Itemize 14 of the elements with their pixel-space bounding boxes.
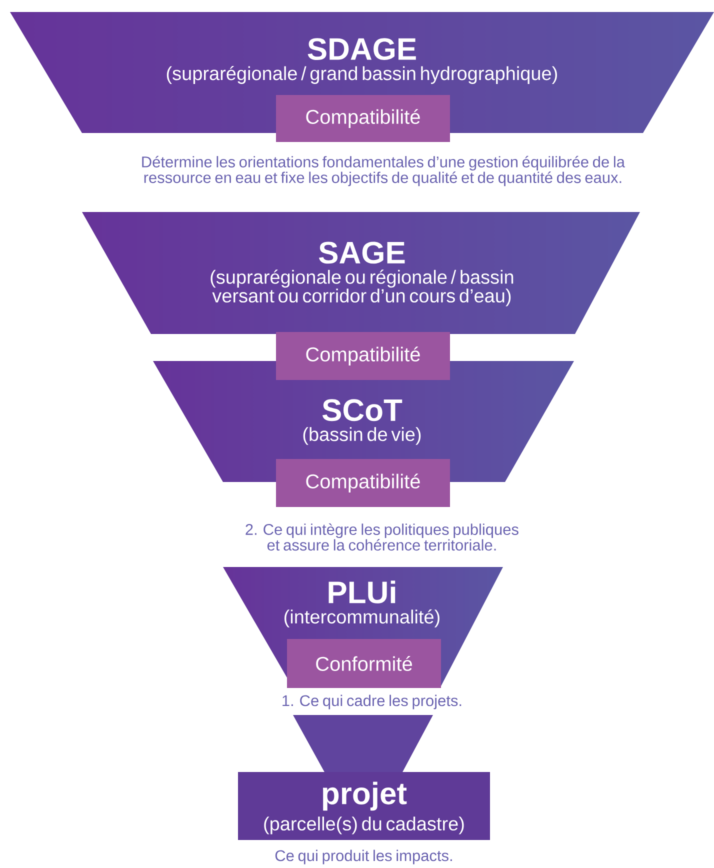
funnel-section: SCoT (bassin de vie) [303, 399, 421, 445]
relation-badge: Compatibilité [276, 95, 450, 142]
relation-badge: Compatibilité [276, 332, 450, 380]
funnel-section: PLUi (intercommunalité) [284, 580, 440, 628]
relation-badge: Conformité [287, 639, 441, 688]
funnel-section: SDAGE (suprarégionale / grand bassin hydrographique) [166, 38, 557, 84]
funnel-section [293, 715, 433, 773]
description-text: 1. Ce qui cadre les projets. [282, 694, 462, 710]
description-text: 2. Ce qui intègre les politiques publiques et assure la cohérence territoriale. [246, 523, 518, 551]
project-box: projet (parcelle(s) du cadastre) [238, 772, 490, 840]
description-text: Ce qui produit les impacts. [275, 850, 452, 864]
funnel-section: SAGE (suprarégionale ou régionale / bassin versant ou corridor d’un cours d’eau) [210, 242, 514, 306]
description-text: Détermine les orientations fondamentales d’une gestion équilibrée de la ressource en eau et fixe les objectifs de qualité et de quantité des eaux. [142, 156, 625, 186]
relation-badge: Compatibilité [276, 459, 450, 507]
